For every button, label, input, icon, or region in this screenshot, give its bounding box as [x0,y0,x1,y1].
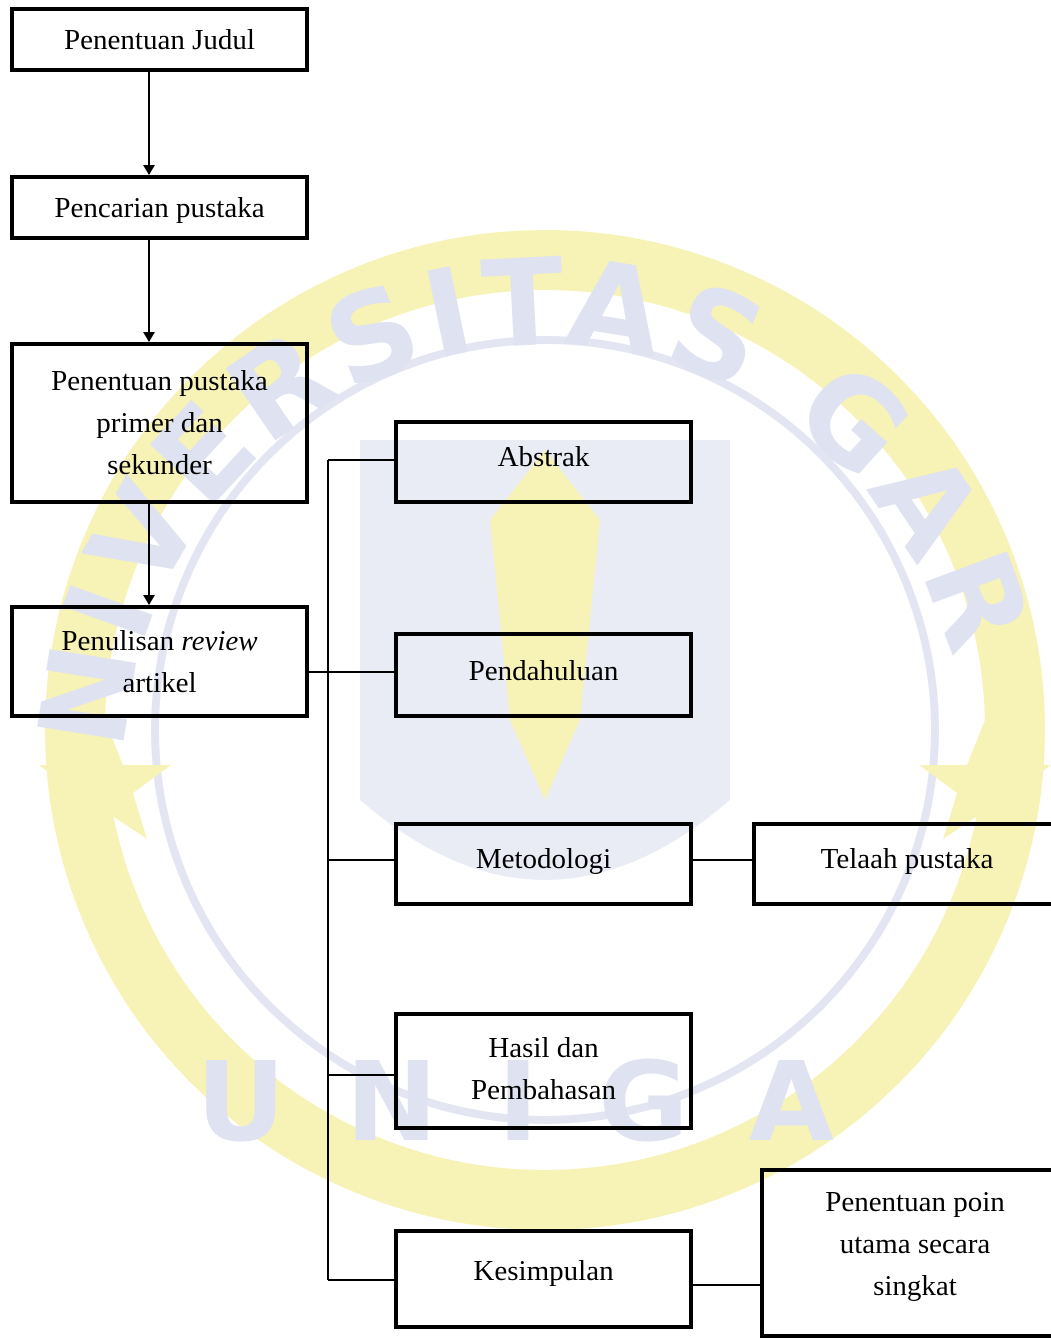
seal-star-right [919,720,1051,839]
seal-text-bottom: UNIGA [196,1038,894,1166]
node-label-line: Penentuan poin [825,1186,1005,1218]
node-penentuan-judul: Penentuan Judul [10,7,309,72]
node-metodologi: Metodologi [394,822,693,906]
node-label: Penulisan review artikel [61,620,257,704]
node-label: Penentuan pustaka primer dan sekunder [51,360,268,486]
node-label-line: Hasil dan [488,1032,599,1064]
node-label-prefix: Penulisan [61,624,182,657]
node-label-line: artikel [122,666,197,699]
node-pencarian-pustaka: Pencarian pustaka [10,175,309,240]
node-penentuan-poin-utama: Penentuan poin utama secara singkat [760,1168,1051,1338]
seal-outer-ring [45,230,1045,1230]
node-abstrak: Abstrak [394,420,693,504]
node-label: Pencarian pustaka [54,191,265,224]
node-kesimpulan: Kesimpulan [394,1229,693,1329]
seal-flame [490,450,600,800]
node-label-line: Penentuan pustaka [51,365,268,397]
node-label-line: primer dan [96,407,223,439]
node-penulisan-review-artikel: Penulisan review artikel [10,605,309,718]
node-label: Hasil dan Pembahasan [471,1027,616,1111]
node-telaah-pustaka: Telaah pustaka [752,822,1051,906]
node-hasil-dan-pembahasan: Hasil dan Pembahasan [394,1012,693,1130]
node-label-line: sekunder [107,449,212,481]
seal-inner-ring [151,336,939,1124]
node-pendahuluan: Pendahuluan [394,632,693,718]
node-label: Kesimpulan [473,1255,614,1287]
node-label-line: Pembahasan [471,1074,616,1106]
node-label: Abstrak [497,441,590,473]
seal-star-left [39,720,171,839]
node-label-line: utama secara [839,1228,991,1260]
node-label-emphasis: review [181,624,258,657]
node-label: Telaah pustaka [820,843,994,875]
node-label: Metodologi [475,843,612,875]
node-label: Penentuan poin utama secara singkat [825,1181,1005,1307]
node-label: Pendahuluan [468,655,619,687]
node-penentuan-pustaka: Penentuan pustaka primer dan sekunder [10,342,309,504]
node-label: Penentuan Judul [64,23,255,56]
node-label-line: singkat [873,1270,957,1302]
